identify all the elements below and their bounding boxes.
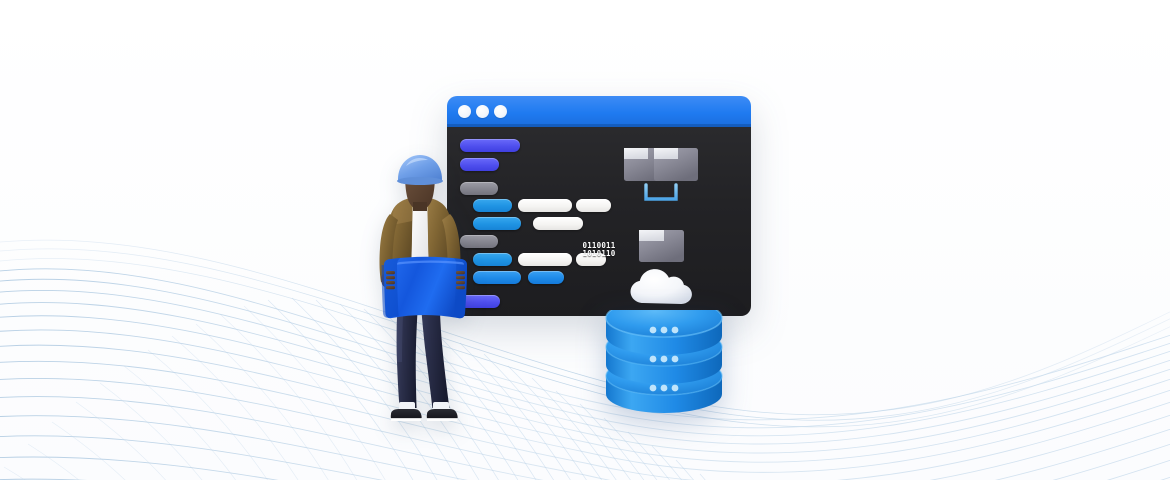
database-stack	[605, 310, 723, 413]
code-line-6-segment-1	[460, 235, 498, 248]
folder-node-right	[654, 148, 698, 181]
window-dot-minimize-icon[interactable]	[476, 105, 489, 118]
code-line-9-segment-1	[460, 295, 500, 308]
folder-binary-label-line-1: 0110011	[582, 241, 616, 250]
code-line-4-segment-1	[473, 199, 512, 212]
engineer-character	[379, 155, 467, 421]
code-line-3-segment-1	[460, 182, 498, 195]
code-line-8-segment-2	[528, 271, 564, 284]
code-line-5-segment-2	[533, 217, 583, 230]
code-line-4-segment-2	[518, 199, 572, 212]
code-line-8-segment-1	[473, 271, 521, 284]
code-line-1-segment-1	[460, 139, 520, 152]
code-line-5-segment-1	[473, 217, 521, 230]
folder-binary-label-line-2: 1010110	[582, 249, 616, 258]
code-line-7-segment-2	[518, 253, 572, 266]
window-dot-close-icon[interactable]	[458, 105, 471, 118]
data-flow-diagram	[624, 148, 698, 316]
character-fingers	[386, 271, 465, 290]
code-line-7-segment-3	[576, 253, 606, 266]
character-shoes	[390, 409, 458, 421]
code-editor-window[interactable]: 0110011 1010110	[447, 96, 751, 316]
cloud-node	[630, 269, 692, 304]
code-line-4-segment-3	[576, 199, 611, 212]
window-titlebar[interactable]	[447, 96, 751, 127]
code-editor-body: 0110011 1010110	[447, 127, 751, 316]
code-line-2-segment-1	[460, 158, 499, 171]
character-helmet	[397, 155, 443, 185]
window-dot-maximize-icon[interactable]	[494, 105, 507, 118]
folder-node-binary	[639, 230, 684, 262]
database-disk-top	[605, 310, 723, 355]
code-line-7-segment-1	[473, 253, 512, 266]
